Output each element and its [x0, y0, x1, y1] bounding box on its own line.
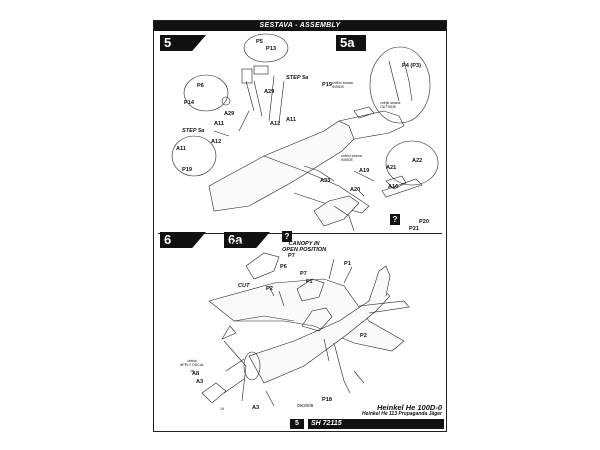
- label-p13: P13: [266, 46, 276, 52]
- label-a11-detail: A11: [176, 146, 186, 152]
- label-a21: A21: [386, 165, 397, 171]
- step-5a-marker: 5a: [336, 35, 366, 51]
- kit-code: SH 72115: [308, 419, 444, 429]
- label-cut: CUT: [238, 283, 250, 289]
- print-date: 09/2008: [297, 403, 314, 408]
- question-icon-6: ?: [282, 231, 292, 242]
- label-outside: vnější strana OUTSIDE: [380, 101, 401, 109]
- label-a33: A33: [320, 178, 331, 184]
- label-p6: P6: [280, 264, 287, 270]
- kit-title: Heinkel He 100D-0: [376, 403, 442, 412]
- step-6-marker: 6: [160, 232, 206, 248]
- step-6a-marker: 6a: [224, 232, 270, 248]
- label-a29-top: A29: [264, 89, 275, 95]
- label-decal-19: 19: [220, 407, 224, 411]
- label-a22: A22: [412, 158, 423, 164]
- step-5-marker: 5: [160, 35, 206, 51]
- label-step5a-top: STEP 5a: [286, 75, 309, 81]
- label-p18: P18: [322, 397, 332, 403]
- label-p20: P20: [419, 219, 429, 225]
- label-decal-18: 18: [190, 369, 194, 373]
- label-a20: A20: [350, 187, 361, 193]
- label-a29-left: A29: [224, 111, 235, 117]
- label-a12-top: A12: [270, 121, 281, 127]
- label-f1: F1: [306, 279, 313, 285]
- page-number: 5: [290, 419, 304, 429]
- label-p19-detail: P19: [182, 167, 192, 173]
- label-move: MOVE: [230, 242, 247, 248]
- label-a3-bottom: A3: [252, 405, 260, 411]
- label-p2-right: P2: [360, 333, 367, 339]
- label-p6: P6: [197, 83, 204, 89]
- assembly-drawing-step-5: [171, 33, 439, 232]
- label-inside-b: vnitřní strana INSIDE: [341, 154, 362, 162]
- label-apply-decal: obtisk APPLY DECAL: [180, 359, 205, 367]
- section-divider: [158, 233, 442, 234]
- label-p14: P14: [184, 100, 194, 106]
- label-p19-top: P19: [322, 82, 332, 88]
- label-p2-left: P2: [266, 286, 273, 292]
- label-p7-top: P7: [288, 253, 295, 259]
- page-title: SESTAVA - ASSEMBLY: [154, 21, 446, 31]
- label-a11-left: A11: [214, 121, 224, 127]
- label-a19: A19: [359, 168, 370, 174]
- label-step5a-left: STEP 5a: [182, 128, 205, 134]
- label-a3-left: A3: [196, 379, 204, 385]
- label-a11-mid: A11: [286, 117, 296, 123]
- label-a8: A8: [192, 371, 200, 377]
- label-a12-left: A12: [211, 139, 222, 145]
- label-canopy-open: CANOPY IN OPEN POSITION: [282, 241, 327, 253]
- question-icon-5: ?: [390, 214, 400, 225]
- label-inside-a: vnitřní strana INSIDE: [332, 81, 353, 89]
- label-p4-p3: P4 (P3): [402, 63, 421, 69]
- label-p1: P1: [344, 261, 351, 267]
- kit-subtitle: Heinkel He 113 Propaganda Jäger: [362, 411, 442, 417]
- label-p5: P5: [256, 39, 263, 45]
- label-p21: P21: [409, 226, 419, 232]
- label-p7-bottom: P7: [300, 271, 307, 277]
- instruction-sheet: SESTAVA - ASSEMBLY: [153, 20, 447, 432]
- label-a16: A16: [388, 184, 399, 190]
